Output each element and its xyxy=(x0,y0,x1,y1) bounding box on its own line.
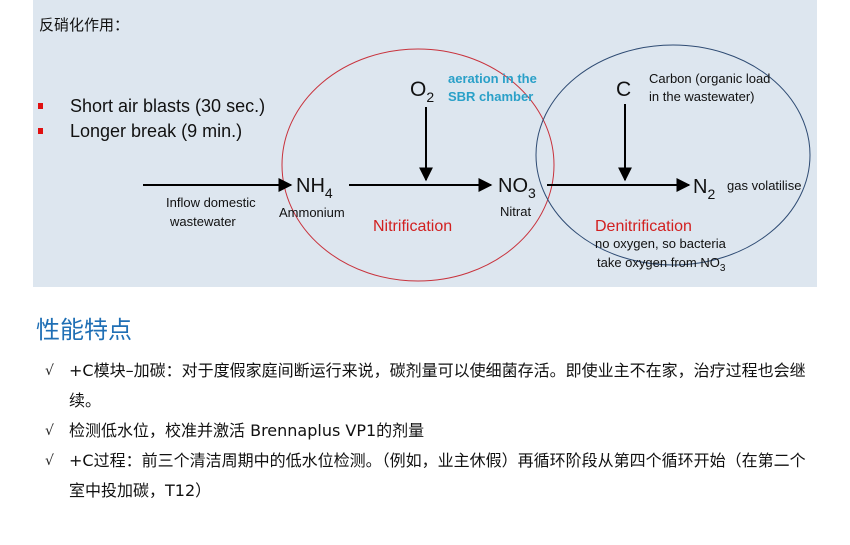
feature-item: √ 检测低水位，校准并激活 Brennaplus VP1的剂量 xyxy=(36,416,816,446)
nitrate-formula: NO3 xyxy=(498,175,536,201)
feature-text: +C模块–加碳：对于度假家庭间断运行来说，碳剂量可以使细菌存活。即使业主不在家，… xyxy=(69,361,806,410)
denitrification-circle xyxy=(535,44,811,266)
features-title: 性能特点 xyxy=(36,316,132,344)
feature-item: √ +C过程：前三个清洁周期中的低水位检测。（例如，业主休假）再循环阶段从第四个… xyxy=(36,446,816,506)
bullet-text: Short air blasts (30 sec.) xyxy=(70,96,266,116)
bullet-item: Short air blasts (30 sec.) xyxy=(33,94,265,119)
denitrification-label: Denitrification xyxy=(595,218,692,235)
no-oxygen-note: no oxygen, so bacteria take oxygen from … xyxy=(595,236,729,274)
oxygen-formula: O2 xyxy=(410,78,434,105)
check-icon: √ xyxy=(45,363,54,379)
ammonium-formula: NH4 xyxy=(296,175,333,201)
gas-volatilise-label: gas volatilise xyxy=(727,178,801,193)
check-icon: √ xyxy=(45,453,54,469)
bullet-square-icon xyxy=(38,128,43,134)
aeration-label: aeration in the SBR chamber xyxy=(448,71,540,104)
features-list: √ +C模块–加碳：对于度假家庭间断运行来说，碳剂量可以使细菌存活。即使业主不在… xyxy=(36,356,816,506)
bullet-item: Longer break (9 min.) xyxy=(33,119,265,144)
nitrogen-cycle-diagram: O2 aeration in the SBR chamber C Carbon … xyxy=(143,44,811,282)
feature-text: 检测低水位，校准并激活 Brennaplus VP1的剂量 xyxy=(69,421,425,440)
diagram-panel: 反硝化作用： Short air blasts (30 sec.) Longer… xyxy=(33,0,817,287)
panel-title: 反硝化作用： xyxy=(39,16,130,34)
bullet-square-icon xyxy=(38,103,43,109)
nitrification-circle xyxy=(281,48,555,282)
feature-text: +C过程：前三个清洁周期中的低水位检测。（例如，业主休假）再循环阶段从第四个循环… xyxy=(69,451,806,500)
feature-item: √ +C模块–加碳：对于度假家庭间断运行来说，碳剂量可以使细菌存活。即使业主不在… xyxy=(36,356,816,416)
carbon-label: Carbon (organic load in the wastewater) xyxy=(649,71,774,104)
nitrogen-formula: N2 xyxy=(693,176,715,202)
check-icon: √ xyxy=(45,423,54,439)
inflow-label: Inflow domestic wastewater xyxy=(166,195,259,229)
nitrification-label: Nitrification xyxy=(373,218,452,235)
bullet-list: Short air blasts (30 sec.) Longer break … xyxy=(33,94,265,144)
ammonium-label: Ammonium xyxy=(279,205,345,220)
carbon-formula: C xyxy=(616,78,631,101)
bullet-text: Longer break (9 min.) xyxy=(70,121,243,141)
nitrat-label: Nitrat xyxy=(500,204,531,219)
